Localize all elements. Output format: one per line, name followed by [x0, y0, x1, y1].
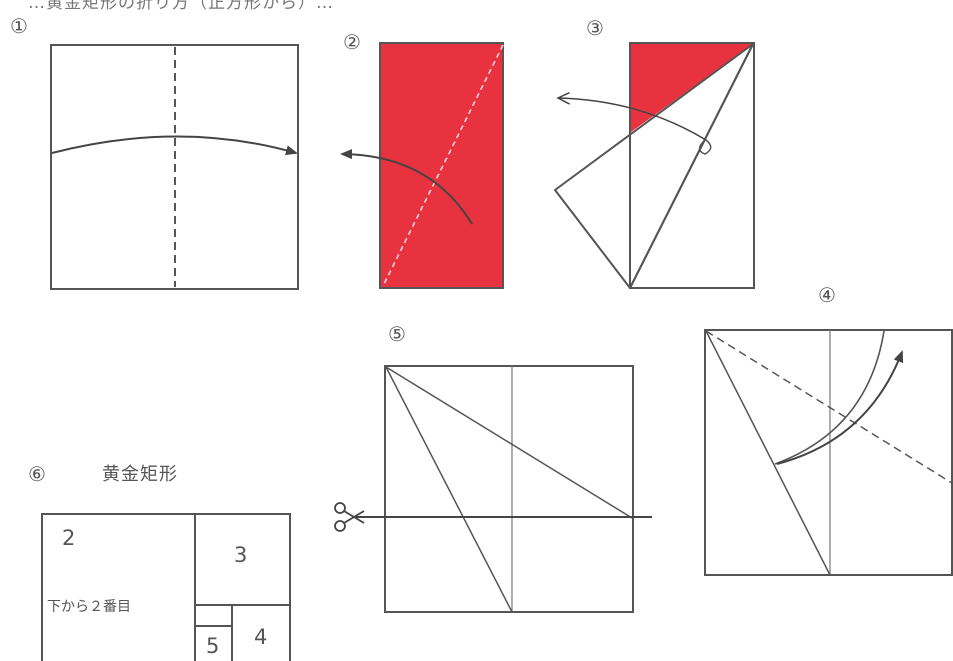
cell-label-5: 5 — [206, 634, 220, 658]
cell-note: 下から２番目 — [47, 599, 131, 615]
step1-square — [50, 44, 299, 290]
step-label-4: ④ — [818, 283, 836, 307]
cell-label-2: 2 — [62, 526, 76, 550]
step2-red-rect — [340, 42, 504, 289]
step3-fold — [554, 42, 755, 289]
step-label-2: ② — [343, 30, 361, 54]
step-label-3: ③ — [586, 16, 604, 40]
step2-fold-arrow — [340, 149, 473, 225]
svg-text:…: … — [440, 649, 456, 661]
cell-label-4: 4 — [254, 625, 268, 649]
step3-fold-arrow — [558, 98, 707, 141]
step6-golden-rect — [41, 513, 291, 661]
step6-title: 黄金矩形 — [102, 464, 178, 485]
step4-square — [704, 329, 953, 576]
step-label-6: ⑥ — [28, 462, 46, 486]
step-label-5: ⑤ — [388, 322, 406, 346]
step4-fold-arrow — [776, 350, 904, 465]
step1-fold-arrow — [51, 135, 298, 156]
step5-square — [356, 365, 652, 613]
scissors-icon — [334, 502, 365, 532]
cell-label-3: 3 — [234, 543, 248, 567]
step-label-1: ① — [10, 14, 28, 38]
header-text: …黄金矩形の折り方（正方形から）… — [28, 0, 334, 13]
